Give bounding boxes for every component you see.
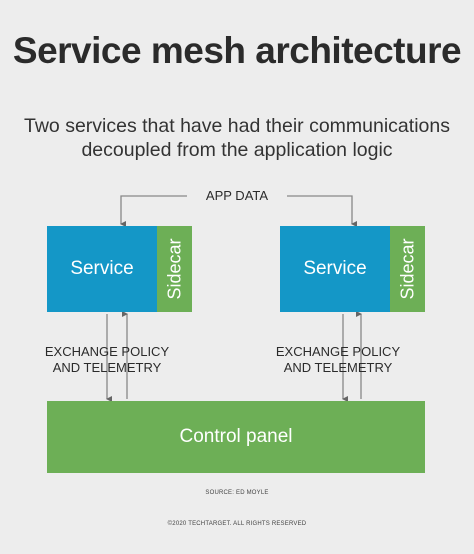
right-sidecar-box: Sidecar <box>390 226 425 312</box>
left-sidecar-box: Sidecar <box>157 226 192 312</box>
control-panel-box: Control panel <box>47 401 425 473</box>
left-service-box: Service <box>47 226 157 312</box>
right-exchange-line-2: AND TELEMETRY <box>283 360 393 375</box>
left-exchange-line-2: AND TELEMETRY <box>52 360 162 375</box>
right-service-box: Service <box>280 226 390 312</box>
page-subtitle: Two services that have had their communi… <box>0 114 474 162</box>
right-exchange-label: EXCHANGE POLICY AND TELEMETRY <box>268 344 408 376</box>
app-data-label: APP DATA <box>187 188 287 204</box>
subtitle-line-1: Two services that have had their communi… <box>24 115 450 137</box>
left-service-label: Service <box>70 258 134 279</box>
left-exchange-line-1: EXCHANGE POLICY <box>44 344 170 359</box>
copyright-notice: ©2020 TECHTARGET. ALL RIGHTS RESERVED <box>167 521 307 527</box>
right-sidecar-label: Sidecar <box>397 238 417 300</box>
page-title: Service mesh architecture <box>12 30 462 71</box>
control-panel-label: Control panel <box>179 426 293 447</box>
right-service-label: Service <box>303 258 367 279</box>
left-exchange-label: EXCHANGE POLICY AND TELEMETRY <box>37 344 177 376</box>
left-sidecar-label: Sidecar <box>164 238 184 300</box>
right-exchange-line-1: EXCHANGE POLICY <box>275 344 401 359</box>
source-credit: SOURCE: ED MOYLE <box>205 490 269 496</box>
subtitle-line-2: decoupled from the application logic <box>81 139 393 161</box>
